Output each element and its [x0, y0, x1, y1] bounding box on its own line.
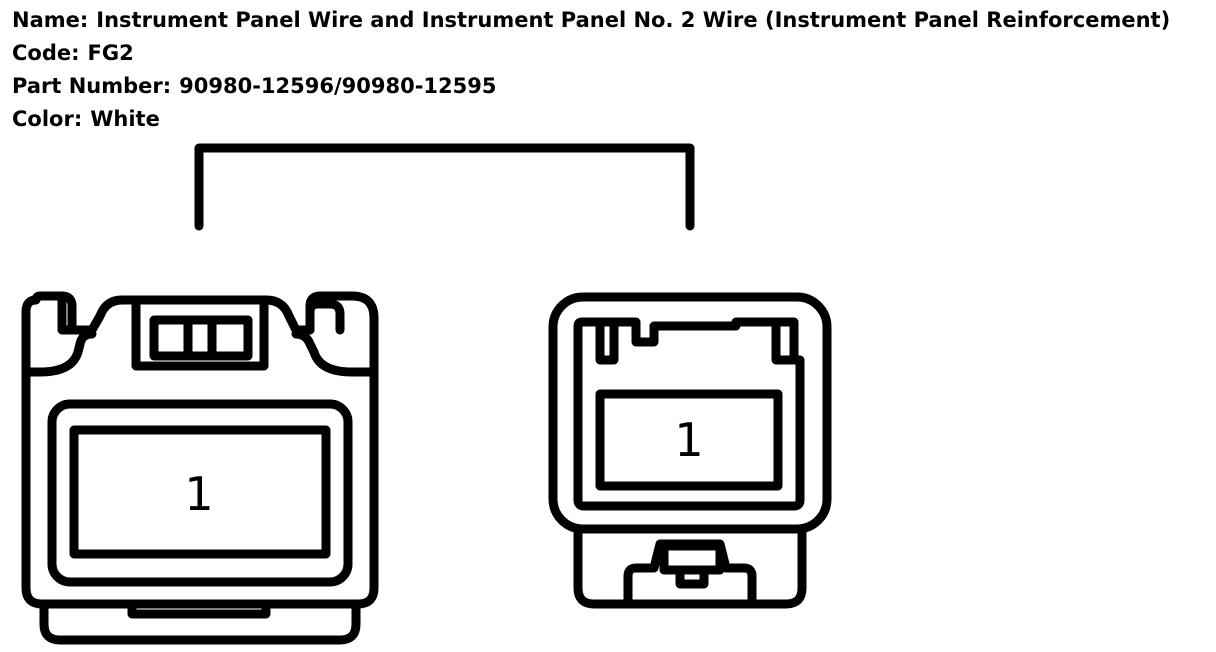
code-row: Code: FG2: [12, 37, 1170, 70]
left-connector-latch-right: [305, 299, 345, 335]
code-label: Code:: [12, 41, 80, 65]
name-row: Name: Instrument Panel Wire and Instrumen…: [12, 4, 1170, 37]
part-number-label: Part Number:: [12, 74, 172, 98]
name-label: Name:: [12, 8, 89, 32]
left-connector-frame: [47, 399, 353, 587]
left-connector-top-lock: [131, 295, 269, 371]
right-connector-housing: [548, 292, 832, 534]
connector-info: Name: Instrument Panel Wire and Instrumen…: [12, 4, 1170, 136]
right-connector-pin-number: 1: [674, 413, 703, 467]
name-value: Instrument Panel Wire and Instrument Pan…: [96, 8, 1171, 32]
left-connector-top-lock-divider: [183, 315, 217, 361]
left-connector-skirt: [39, 599, 361, 645]
right-connector: [548, 292, 832, 609]
left-connector-latch-left: [57, 291, 77, 335]
left-connector-cavity: [69, 425, 331, 559]
part-number-row: Part Number: 90980-12596/90980-12595: [12, 70, 1170, 103]
part-number-value: 90980-12596/90980-12595: [179, 74, 497, 98]
right-connector-key-right: [771, 321, 799, 365]
right-connector-key-left: [595, 321, 619, 365]
code-value: FG2: [87, 41, 134, 65]
left-connector-skirt-notch: [127, 599, 271, 619]
right-connector-frame: [573, 317, 805, 511]
left-connector-top-lock-inner: [149, 315, 253, 361]
color-value: White: [90, 107, 160, 131]
color-row: Color: White: [12, 103, 1170, 136]
right-connector-latch-body: [573, 525, 807, 609]
connection-bracket: [194, 143, 695, 231]
left-connector-pin-number: 1: [184, 467, 213, 521]
left-connector: [21, 291, 379, 645]
right-connector-latch-slot: [675, 565, 709, 589]
left-connector-shoulder: [21, 329, 379, 377]
color-label: Color:: [12, 107, 83, 131]
right-connector-cavity: [595, 389, 783, 491]
